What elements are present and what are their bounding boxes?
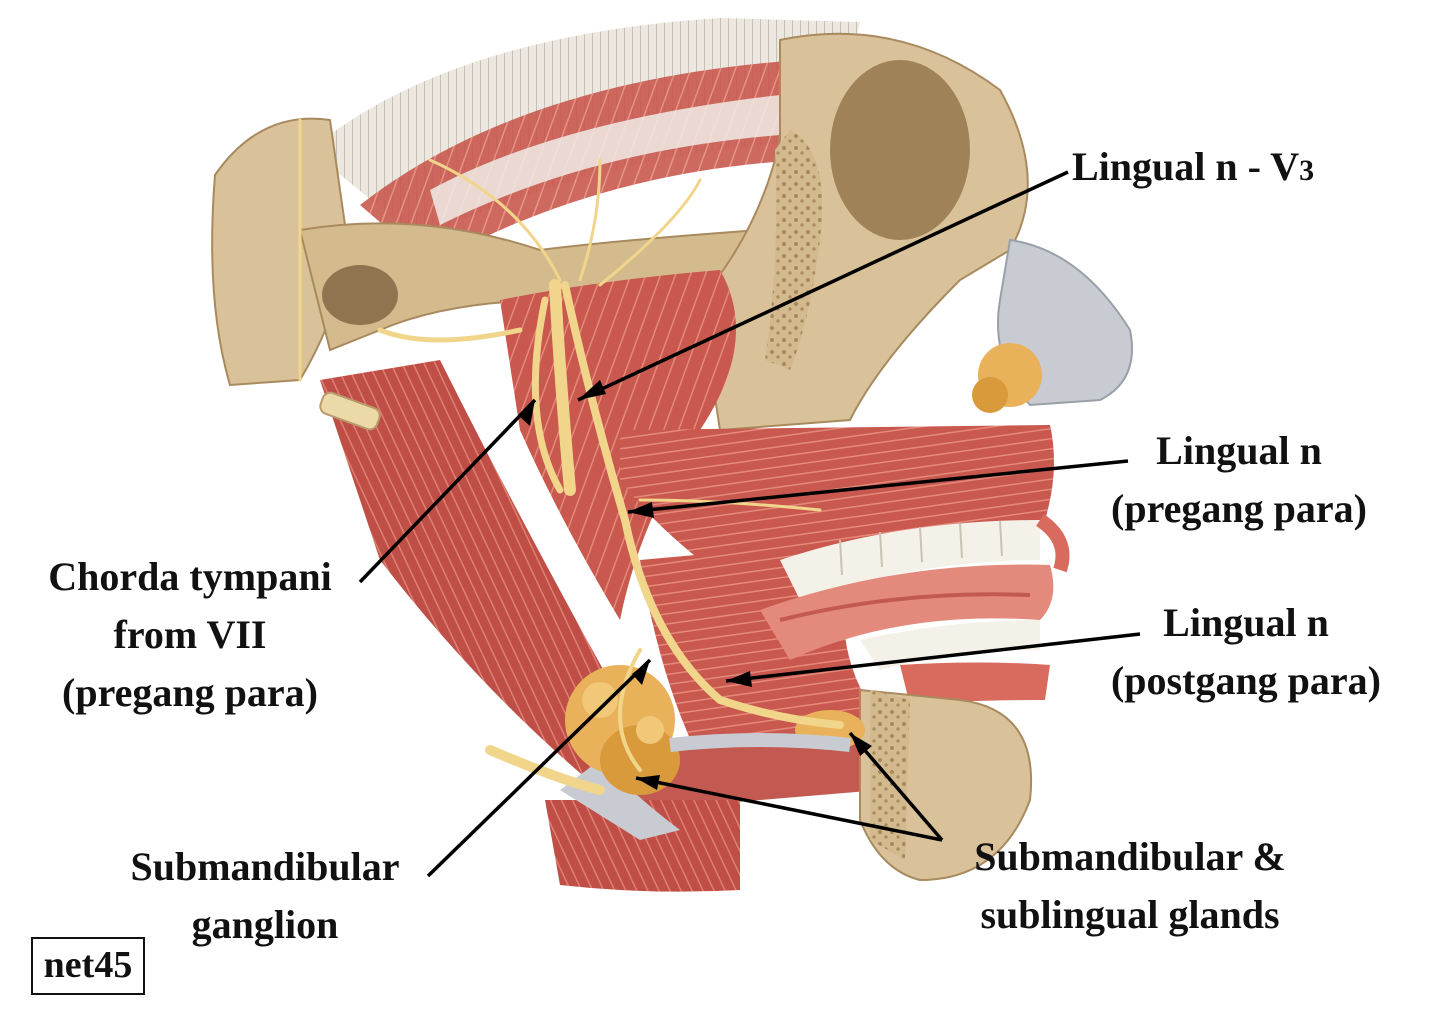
label-chorda-tympani-line-2: from VII	[113, 612, 267, 657]
arrowhead-chorda-tympani	[519, 400, 535, 426]
label-chorda-tympani-line-1: Chorda tympani	[48, 554, 332, 599]
label-lingual-pregang-line-2: (pregang para)	[1111, 486, 1367, 531]
label-chorda-tympani-line-3: (pregang para)	[62, 670, 318, 715]
leader-glands-b	[635, 776, 943, 842]
arrowhead-lingual-postgang	[726, 671, 752, 687]
label-glands-line-2: sublingual glands	[980, 892, 1280, 937]
label-chorda-tympani: Chorda tympani from VII (pregang para)	[10, 548, 370, 722]
arrowhead-glands-a	[850, 733, 872, 756]
label-glands: Submandibular & sublingual glands	[930, 828, 1330, 944]
leader-chorda-tympani	[358, 398, 537, 584]
label-lingual-pregang-line-1: Lingual n	[1156, 428, 1322, 473]
leader-lines	[358, 170, 1141, 878]
label-lingual-v3-main: Lingual n - V	[1072, 144, 1300, 189]
arrowhead-lingual-v3	[578, 380, 606, 400]
label-lingual-postgang-line-1: Lingual n	[1163, 600, 1329, 645]
oral-cavity	[760, 514, 1070, 705]
label-lingual-v3-sub: 3	[1299, 154, 1315, 187]
figure-code-box: net45	[31, 937, 145, 995]
nerves	[298, 118, 844, 795]
nasal-cartilage	[972, 238, 1133, 413]
temporalis-region	[310, 18, 860, 265]
arrowhead-glands-b	[636, 775, 660, 790]
styloid-process	[319, 391, 381, 431]
label-lingual-postgang-line-2: (postgang para)	[1110, 658, 1382, 703]
leader-lingual-v3	[577, 170, 1069, 402]
label-glands-line-1: Submandibular &	[974, 834, 1286, 879]
label-submandibular-ganglion-line-2: ganglion	[191, 902, 339, 947]
arrowhead-lingual-pregang	[628, 502, 654, 518]
label-lingual-pregang: Lingual n (pregang para)	[1080, 422, 1398, 538]
arrowhead-submandibular-ganglion	[632, 660, 650, 685]
label-submandibular-ganglion-line-1: Submandibular	[130, 844, 400, 889]
leader-arrowheads	[519, 380, 872, 790]
leader-lingual-postgang	[725, 632, 1141, 683]
label-submandibular-ganglion: Submandibular ganglion	[100, 838, 430, 954]
leader-lingual-pregang	[627, 459, 1129, 514]
label-lingual-postgang: Lingual n (postgang para)	[1075, 594, 1417, 710]
label-lingual-v3: Lingual n - V3	[1072, 138, 1314, 200]
leader-submandibular-ganglion	[426, 658, 652, 878]
skull-bone	[211, 32, 1029, 432]
